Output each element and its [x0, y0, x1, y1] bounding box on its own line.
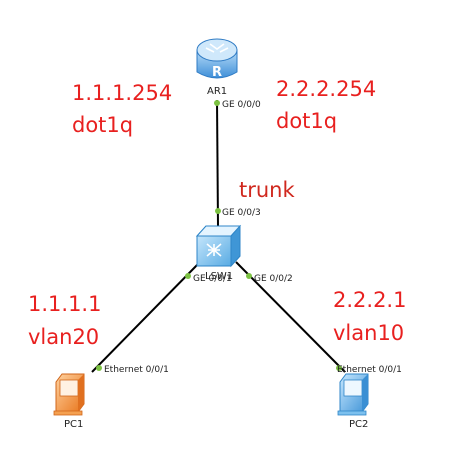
port-dot-lsw1-ge003 [215, 208, 221, 214]
svg-text:R: R [212, 65, 222, 80]
link-lsw1-pc2 [235, 261, 346, 373]
port-label-lsw1-ge002: GE 0/0/2 [254, 274, 293, 284]
annotation-left-ip: 1.1.1.254 [72, 81, 172, 105]
port-dot-pc1-eth [96, 365, 102, 371]
router-label: AR1 [207, 86, 227, 97]
annotation-right-ip: 2.2.2.254 [276, 77, 376, 101]
annotation-right-encap: dot1q [276, 109, 337, 133]
pc1-label: PC1 [64, 419, 83, 430]
annotation-pc2-vlan: vlan10 [333, 321, 404, 345]
port-label-pc1-eth: Ethernet 0/0/1 [104, 365, 169, 375]
port-dot-lsw1-ge002 [246, 273, 252, 279]
pc2-label: PC2 [349, 419, 368, 430]
port-label-ar1-ge000: GE 0/0/0 [222, 100, 261, 110]
port-label-lsw1-ge001: GE 0/0/1 [193, 274, 232, 284]
port-label-lsw1-ge003: GE 0/0/3 [222, 208, 261, 218]
annotation-pc2-ip: 2.2.2.1 [333, 288, 406, 312]
annotation-pc1-ip: 1.1.1.1 [28, 292, 101, 316]
port-dot-ar1-ge000 [214, 100, 220, 106]
switch-icon[interactable] [195, 224, 242, 268]
router-icon[interactable]: R [196, 38, 238, 80]
link-lsw1-pc1 [91, 261, 201, 373]
port-dot-pc2-eth [336, 365, 342, 371]
pc1-icon[interactable] [53, 373, 85, 416]
switch-label: LSW1 [205, 271, 233, 282]
annotation-trunk: trunk [239, 178, 295, 202]
annotation-left-encap: dot1q [72, 113, 133, 137]
pc2-icon[interactable] [337, 373, 369, 416]
link-ar1-lsw1 [216, 99, 219, 227]
annotation-pc1-vlan: vlan20 [28, 325, 99, 349]
port-label-pc2-eth: Ethernet 0/0/1 [337, 365, 402, 375]
port-dot-lsw1-ge001 [185, 273, 191, 279]
